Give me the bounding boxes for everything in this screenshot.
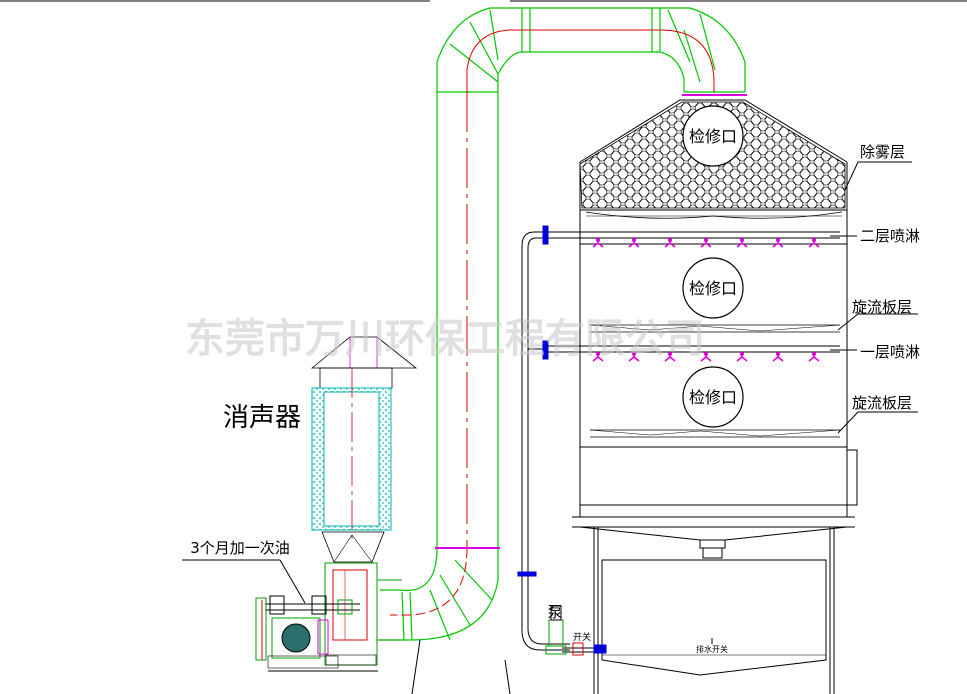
duct-flanges (435, 94, 747, 549)
swirl-plate-upper-label: 旋流板层 (852, 298, 912, 316)
ground-lines (268, 639, 511, 694)
oil-note-leader (182, 559, 306, 604)
spray-pipes (548, 231, 840, 353)
spray-layer-2-label: 二层喷淋 (860, 227, 920, 245)
switch-box (572, 642, 584, 656)
spray-nozzle-head (812, 352, 816, 356)
swirl-plate-lower-label: 旋流板层 (852, 394, 912, 412)
spray-nozzle-head (704, 238, 708, 242)
silencer-unit (310, 336, 418, 563)
plate-bands (585, 211, 843, 438)
demister-layer-label: 除雾层 (860, 143, 905, 161)
valves (517, 225, 607, 654)
spray-nozzle-head (596, 238, 600, 242)
silencer-label: 消声器 (223, 403, 301, 433)
fan-assembly (255, 562, 402, 669)
switch-label: 开关 (573, 631, 591, 643)
spray-nozzle-head (704, 352, 708, 356)
spray-nozzle-head (596, 352, 600, 356)
spray-nozzle-head (776, 352, 780, 356)
spray-nozzles-layer-2 (592, 238, 820, 248)
oil-note-label: 3个月加一次油 (190, 539, 290, 557)
spray-nozzle-head (740, 352, 744, 356)
spray-nozzle-head (668, 352, 672, 356)
callout-leaders (830, 161, 918, 434)
spray-nozzle-head (632, 352, 636, 356)
inspection-port-low-label: 检修口 (689, 388, 737, 407)
water-supply-pipe (521, 231, 600, 653)
spray-nozzle-head (740, 238, 744, 242)
drain-switch-label: 排水开关 (696, 644, 728, 654)
spray-nozzle-head (668, 238, 672, 242)
pump-label: 泵 (547, 603, 562, 621)
duct-centerline (390, 29, 715, 616)
spray-nozzle-head (812, 238, 816, 242)
inspection-ports (682, 105, 744, 428)
inspection-port-top-label: 检修口 (689, 127, 737, 146)
spray-layer-1-label: 一层喷淋 (860, 343, 920, 361)
pump (545, 605, 567, 655)
spray-nozzle-head (632, 238, 636, 242)
inspection-port-mid-label: 检修口 (689, 279, 737, 298)
spray-nozzles-layer-1 (592, 352, 820, 362)
company-watermark: 东莞市万川环保工程有限公司 (185, 316, 705, 362)
spray-nozzle-head (776, 238, 780, 242)
